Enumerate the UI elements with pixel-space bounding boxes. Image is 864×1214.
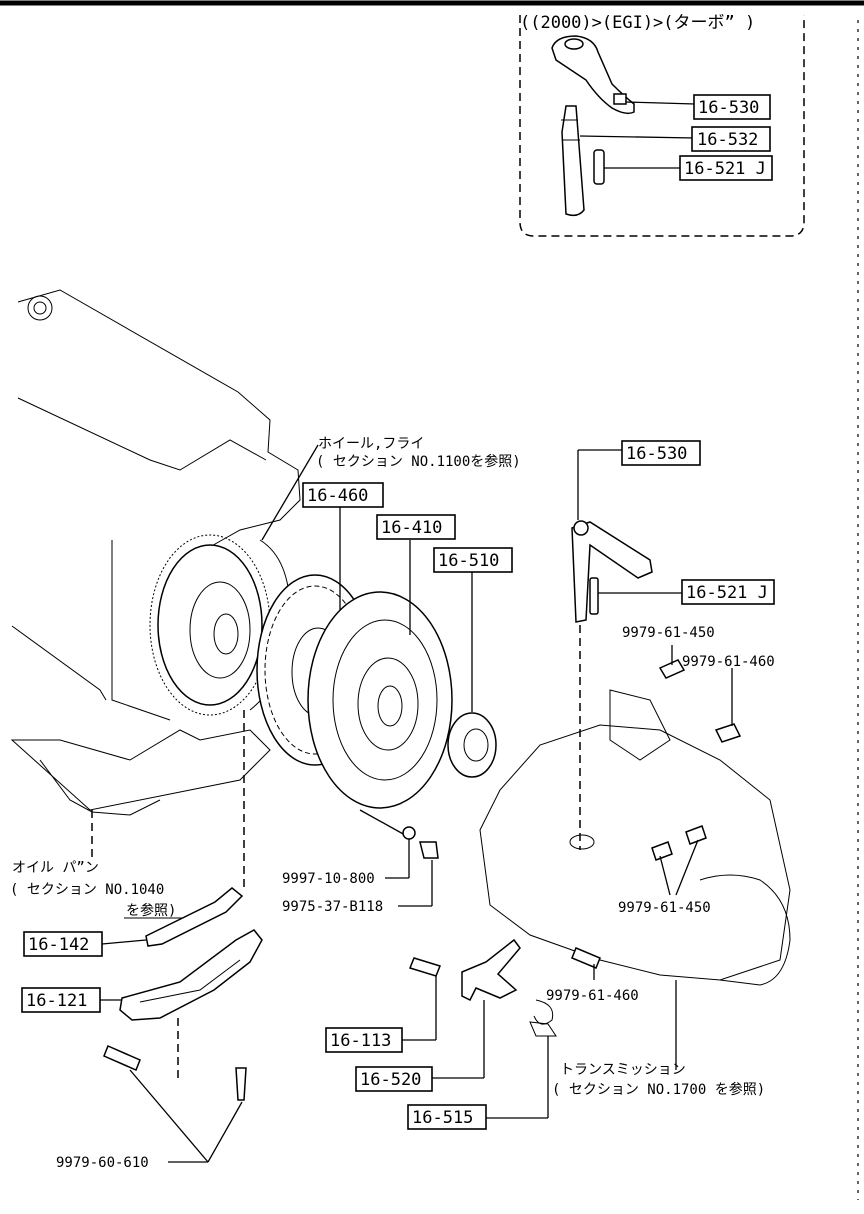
variant-header: ((2000)>(EGI)>(ターボ” ) bbox=[520, 13, 755, 33]
variant-inset: ((2000)>(EGI)>(ターボ” ) 16-530 16-532 16-5… bbox=[519, 13, 805, 237]
part-16-530: 16-530 bbox=[626, 444, 687, 464]
engine-block bbox=[10, 289, 301, 816]
bolt-9997-10-800: 9997-10-800 bbox=[282, 871, 375, 887]
bottom-bolts: 9979-60-610 bbox=[56, 1045, 247, 1171]
part-16-532: 16-532 bbox=[697, 130, 758, 150]
shift-shaft-top bbox=[561, 105, 585, 217]
part-16-113: 16-113 bbox=[330, 1031, 391, 1051]
flywheel-reference: ホイール,フライ ( セクション NO.1100を参照) bbox=[261, 436, 521, 541]
bolt-9979-61-450-b: 9979-61-450 bbox=[618, 900, 711, 916]
bracket-16-142: 16-142 bbox=[23, 710, 245, 957]
pressure-plate-bolts: 9997-10-800 9975-37-B118 bbox=[282, 809, 439, 915]
oilpan-reference: オイル パ”ン ( セクション NO.1040 を参照) bbox=[10, 810, 182, 919]
part-16-460: 16-460 bbox=[307, 486, 368, 506]
flywheel-ref-line2: ( セクション NO.1100を参照) bbox=[316, 453, 521, 470]
part-16-521j: 16-521 J bbox=[686, 583, 768, 603]
trans-ref-line1: トランスミッション bbox=[560, 1062, 686, 1078]
part-16-121: 16-121 bbox=[26, 991, 87, 1011]
transmission-housing: トランスミッション ( セクション NO.1700 を参照) bbox=[479, 689, 791, 1098]
part-16-521j-top: 16-521 J bbox=[684, 159, 766, 179]
release-bearing: 16-510 bbox=[433, 547, 513, 778]
release-fork: 16-520 bbox=[355, 938, 521, 1092]
trans-ref-line2: ( セクション NO.1700 を参照) bbox=[552, 1081, 765, 1098]
pressure-plate: 16-410 bbox=[307, 514, 456, 809]
bolt-9979-61-450-a: 9979-61-450 bbox=[622, 625, 715, 641]
seal-top bbox=[593, 149, 605, 185]
bracket-16-121: 16-121 bbox=[21, 929, 263, 1080]
oilpan-ref-line2: ( セクション NO.1040 bbox=[10, 882, 164, 898]
bolt-9979-61-460-b: 9979-61-460 bbox=[546, 988, 639, 1004]
oilpan-ref-line1: オイル パ”ン bbox=[12, 860, 99, 876]
bolt-9979-61-460-a: 9979-61-460 bbox=[682, 654, 775, 670]
part-16-510: 16-510 bbox=[438, 551, 499, 571]
part-16-515: 16-515 bbox=[412, 1108, 473, 1128]
part-16-520: 16-520 bbox=[360, 1070, 421, 1090]
part-16-142: 16-142 bbox=[28, 935, 89, 955]
transmission-bolts: 9979-61-450 9979-61-460 9979-61-450 9979… bbox=[546, 625, 775, 1004]
oilpan-ref-line3: を参照) bbox=[126, 902, 176, 919]
bolt-9975-37-b118: 9975-37-B118 bbox=[282, 899, 383, 915]
flywheel-ref-line1: ホイール,フライ bbox=[318, 436, 424, 452]
pivot-bolt: 16-113 bbox=[325, 957, 441, 1053]
part-16-530-top: 16-530 bbox=[698, 98, 759, 118]
release-fork-shaft: 16-530 16-521 J bbox=[571, 440, 775, 850]
release-clip: 16-515 bbox=[407, 999, 557, 1130]
bolt-9979-60-610: 9979-60-610 bbox=[56, 1155, 149, 1171]
part-16-410: 16-410 bbox=[381, 518, 442, 538]
flywheel bbox=[157, 544, 263, 706]
oil-pan bbox=[10, 729, 271, 811]
